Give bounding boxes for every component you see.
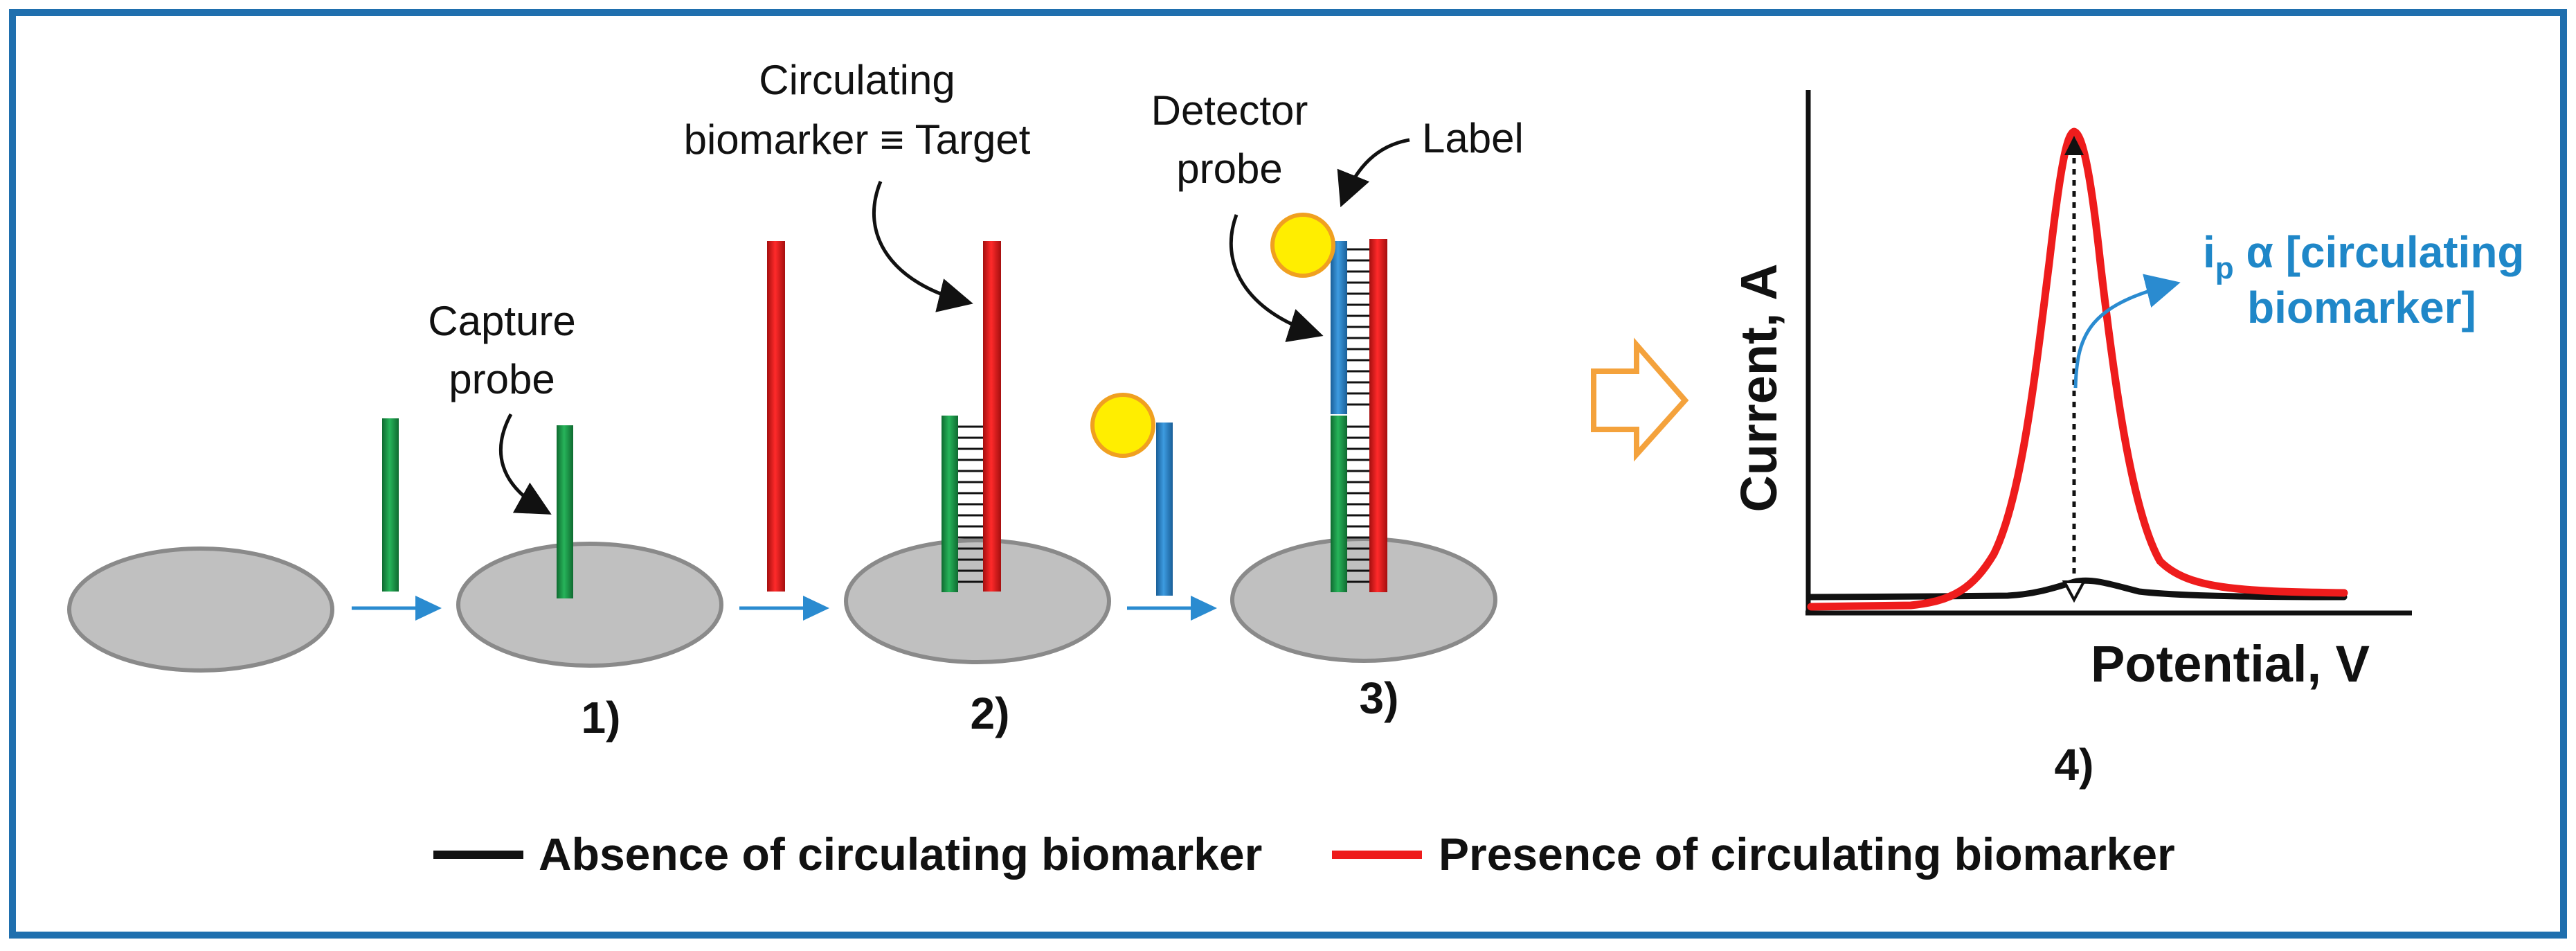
legend-presence: Presence of circulating biomarker [1439, 828, 2175, 880]
x-axis-label: Potential, V [2091, 635, 2370, 693]
label-pointer [1337, 138, 1410, 208]
electrode-bare [67, 546, 334, 673]
capture-probe-pointer [498, 413, 552, 515]
arrow-down-icon [2062, 580, 2087, 603]
target-label-line1: Circulating [759, 57, 955, 103]
capture-probe-label-line2: probe [449, 356, 555, 402]
y-axis-label: Current, A [1730, 263, 1787, 512]
electrode-step-2 [844, 538, 1111, 664]
hybrid-rungs-step-2 [958, 425, 983, 583]
step-number-3: 3) [1360, 673, 1399, 723]
right-arrow-icon [1127, 596, 1217, 621]
target-label-line2: biomarker ≡ Target [684, 116, 1031, 163]
electrode-step-1 [456, 542, 723, 668]
capture-probe-step-3 [1331, 416, 1347, 592]
electrode-step-3 [1230, 537, 1497, 663]
step-number-1: 1) [582, 693, 621, 743]
legend-absence: Absence of circulating biomarker [539, 828, 1262, 880]
right-arrow-icon [739, 596, 829, 621]
arrow-up-icon [2064, 136, 2084, 155]
capture-probe-step-1 [557, 425, 573, 598]
label-dot-step-3 [1270, 213, 1335, 278]
legend: Absence of circulating biomarker Presenc… [433, 828, 2175, 880]
peak-annotation-line2: biomarker] [2247, 283, 2476, 332]
target-step-2 [983, 241, 1001, 592]
detector-probe-label-line2: probe [1176, 145, 1282, 192]
free-capture-probe [382, 418, 399, 592]
figure-border [9, 9, 2567, 939]
right-arrow-icon [352, 596, 442, 621]
detector-probe-label-line1: Detector [1151, 87, 1308, 134]
detector-probe-pointer [1229, 214, 1324, 342]
free-label-dot [1090, 393, 1155, 458]
hybrid-rungs-step-3 [1347, 248, 1369, 583]
hollow-right-arrow-icon [1591, 337, 1689, 462]
capture-probe-step-2 [942, 416, 958, 592]
presence-curve [1807, 127, 2348, 611]
annotation-pointer [2073, 274, 2181, 389]
free-target-strand [767, 241, 785, 592]
detector-probe-step-3 [1331, 241, 1347, 414]
step-number-4: 4) [2055, 740, 2094, 790]
step-number-2: 2) [971, 688, 1010, 738]
absence-curve [1806, 577, 2348, 601]
capture-probe-label-line1: Capture [428, 298, 575, 344]
target-pointer [872, 181, 973, 312]
peak-annotation-line1: ip α [circulating [2203, 227, 2525, 285]
label-label: Label [1422, 115, 1524, 161]
free-detector-probe [1156, 423, 1173, 596]
target-step-3 [1369, 239, 1387, 592]
